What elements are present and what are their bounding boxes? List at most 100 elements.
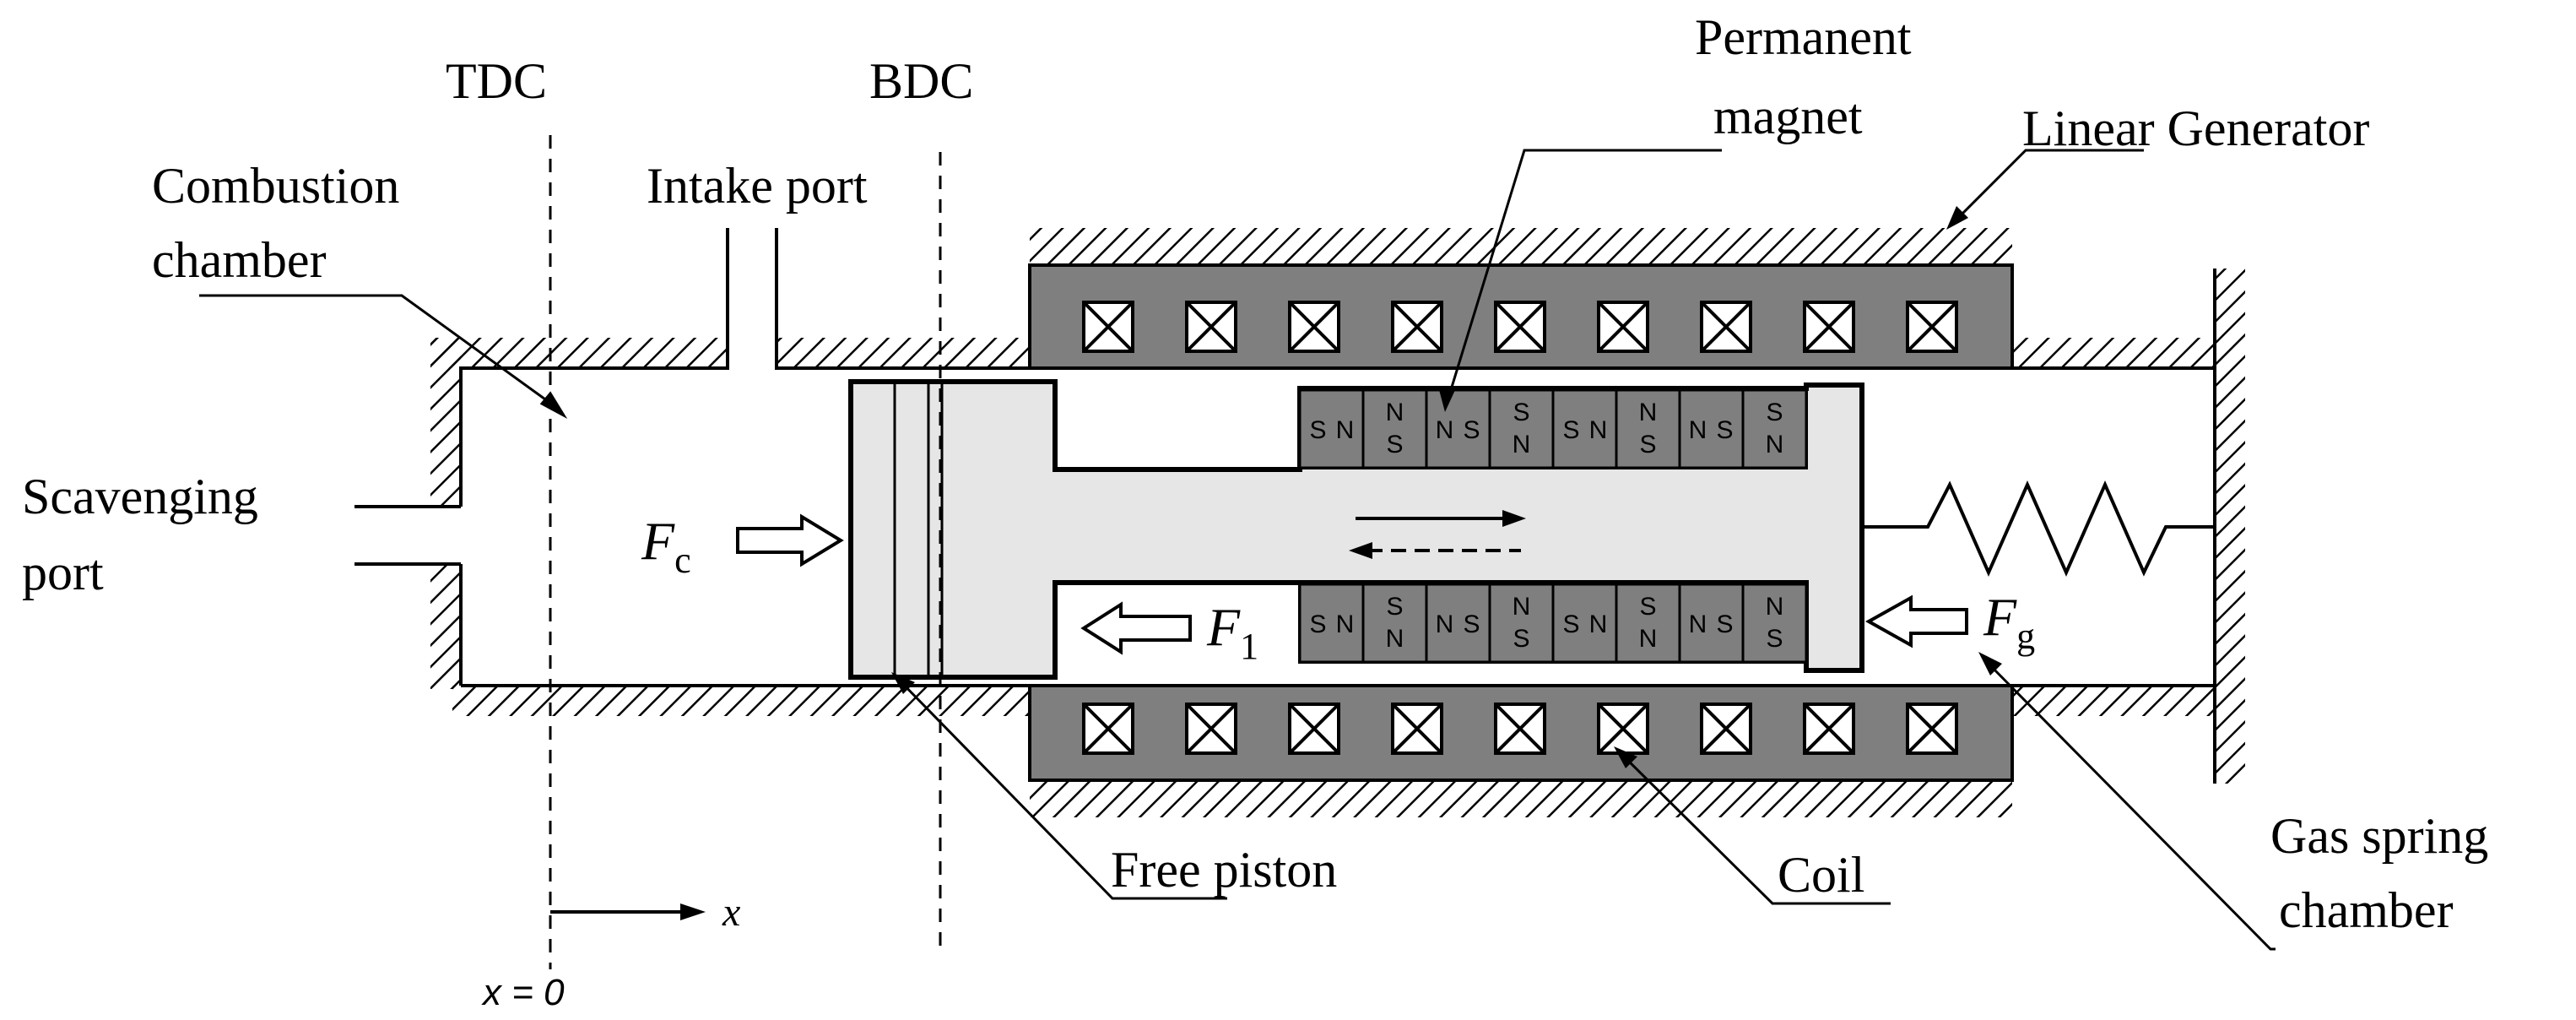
- bottom-coil-8: [1803, 703, 1855, 755]
- force-fc-label: Fc: [641, 511, 691, 581]
- top-magnet-pole: S: [1766, 399, 1783, 426]
- linear-generator-label: Linear Generator: [2022, 100, 2369, 156]
- bottom-wall-hatch-right: [2012, 686, 2215, 716]
- top-coil-8: [1803, 301, 1855, 353]
- top-magnet-pole: N: [1689, 416, 1707, 444]
- cylinder-walls: [430, 228, 2245, 817]
- coil-label: Coil: [1778, 847, 1864, 903]
- tdc-label: TDC: [446, 53, 547, 109]
- scavenging-port-label-line2: port: [22, 545, 104, 600]
- coils-bottom: [1082, 703, 1958, 755]
- bottom-coil-2: [1185, 703, 1237, 755]
- left-wall-bottom-hatch: [430, 564, 461, 689]
- top-magnet-pole: S: [1639, 431, 1656, 458]
- top-magnet-pole: N: [1589, 416, 1608, 444]
- top-magnet-pole: S: [1716, 416, 1733, 444]
- bottom-magnet-pole: N: [1336, 610, 1355, 638]
- intake-port-label: Intake port: [647, 158, 868, 214]
- bottom-magnet-4: NS: [1488, 583, 1555, 664]
- bottom-coil-7: [1700, 703, 1752, 755]
- bottom-magnet-pole: N: [1589, 610, 1608, 638]
- bottom-coil-9: [1906, 703, 1958, 755]
- top-magnet-pole: S: [1513, 399, 1529, 426]
- force-fg-label: Fg: [1983, 587, 2035, 657]
- bottom-magnet-pole: N: [1639, 625, 1658, 653]
- bottom-magnet-pole: N: [1689, 610, 1707, 638]
- bottom-magnet-pole: S: [1562, 610, 1579, 638]
- top-coil-5: [1494, 301, 1546, 353]
- bottom-magnet-6: SN: [1615, 583, 1681, 664]
- top-magnet-pole: N: [1436, 416, 1454, 444]
- top-magnet-pole: S: [1386, 431, 1403, 458]
- permanent-magnet-label-line2: magnet: [1713, 89, 1863, 144]
- top-coil-9: [1906, 301, 1958, 353]
- bottom-magnet-2: SN: [1361, 583, 1428, 664]
- bottom-wall-hatch-left: [452, 686, 1030, 716]
- bottom-coil-4: [1391, 703, 1443, 755]
- gas-spring: [1862, 480, 2215, 577]
- bottom-magnet-pole: N: [1386, 625, 1404, 653]
- motion-arrows: [1349, 510, 1526, 559]
- top-coil-6: [1597, 301, 1649, 353]
- top-magnet-pole: N: [1766, 431, 1784, 458]
- x-axis-arrow: [550, 903, 706, 920]
- coils-top: [1082, 301, 1958, 353]
- top-coil-4: [1391, 301, 1443, 353]
- bottom-magnet-pole: S: [1463, 610, 1480, 638]
- gas-spring-chamber-label-line1: Gas spring: [2270, 808, 2488, 864]
- x-axis-label: x: [722, 890, 740, 935]
- permanent-magnet-label-line1: Permanent: [1695, 9, 1912, 65]
- bottom-magnet-8: NS: [1741, 583, 1808, 664]
- top-magnet-2: NS: [1361, 388, 1428, 469]
- top-magnet-6: NS: [1615, 388, 1681, 469]
- f1-arrow: [1080, 601, 1192, 655]
- top-magnet-pole: N: [1386, 399, 1404, 426]
- scavenging-port-label-line1: Scavenging: [22, 469, 258, 524]
- bottom-magnet-pole: N: [1436, 610, 1454, 638]
- leader-lines: [199, 149, 2276, 951]
- bottom-coil-3: [1288, 703, 1340, 755]
- top-magnet-pole: S: [1309, 416, 1326, 444]
- bdc-label: BDC: [869, 53, 973, 109]
- top-magnet-pole: N: [1336, 416, 1355, 444]
- bottom-magnet-pole: S: [1716, 610, 1733, 638]
- bottom-magnet-pole: S: [1513, 625, 1529, 653]
- bottom-coil-6: [1597, 703, 1649, 755]
- top-coil-1: [1082, 301, 1134, 353]
- top-magnet-pole: S: [1463, 416, 1480, 444]
- gas-spring-chamber-label-line2: chamber: [2279, 882, 2454, 938]
- bottom-magnet-pole: S: [1309, 610, 1326, 638]
- combustion-chamber-label-line2: chamber: [152, 232, 327, 288]
- combustion-chamber-label-line1: Combustion: [152, 158, 399, 214]
- top-wall-hatch-left: [430, 338, 728, 368]
- top-magnet-8: SN: [1741, 388, 1808, 469]
- top-wall-hatch-mid: [777, 338, 1030, 368]
- top-wall-hatch-right: [2012, 338, 2215, 368]
- top-coil-3: [1288, 301, 1340, 353]
- bottom-magnet-pole: N: [1513, 593, 1531, 621]
- bottom-magnet-pole: S: [1639, 593, 1656, 621]
- bottom-magnet-pole: N: [1766, 593, 1784, 621]
- fg-arrow: [1864, 594, 1968, 648]
- free-piston-label: Free piston: [1111, 842, 1337, 898]
- bottom-coil-1: [1082, 703, 1134, 755]
- x-origin-label: x = 0: [481, 972, 565, 1013]
- top-magnet-pole: S: [1562, 416, 1579, 444]
- force-f1-label: F1: [1206, 597, 1258, 667]
- right-end-wall-hatch: [2215, 269, 2245, 784]
- top-coil-7: [1700, 301, 1752, 353]
- generator-bottom-hatch: [1030, 780, 2012, 817]
- bottom-magnet-pole: S: [1386, 593, 1403, 621]
- top-magnet-4: SN: [1488, 388, 1555, 469]
- top-coil-2: [1185, 301, 1237, 353]
